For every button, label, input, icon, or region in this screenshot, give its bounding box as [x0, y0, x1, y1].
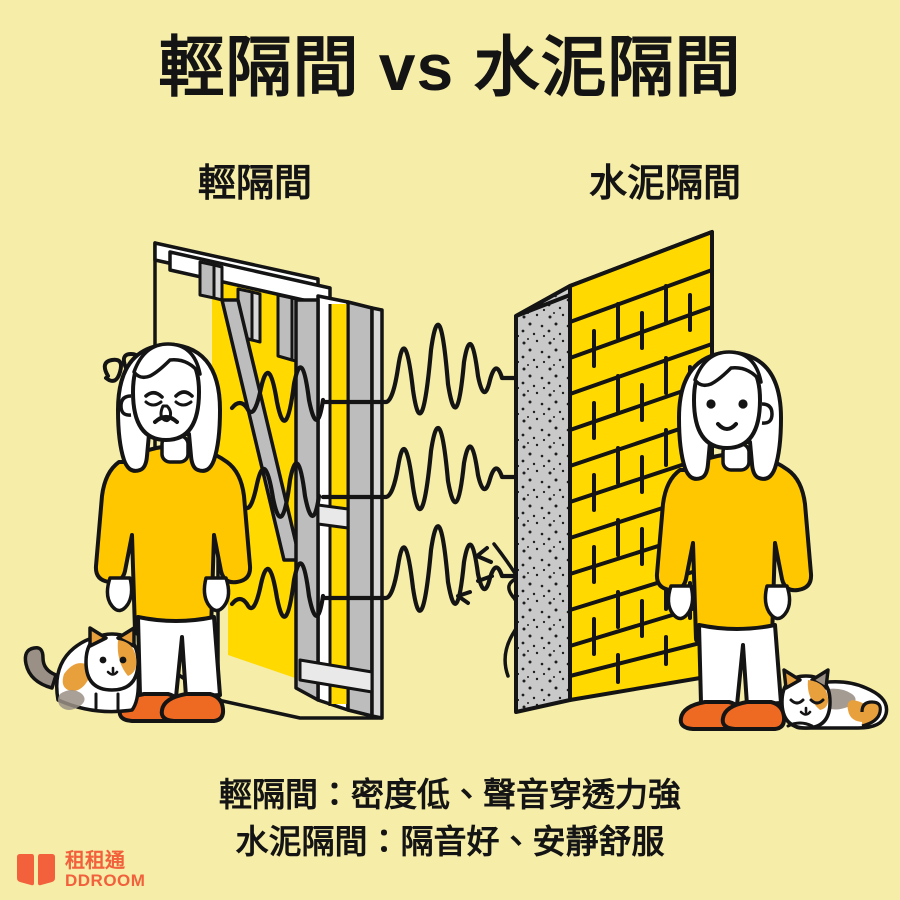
blocked-tick-2 [476, 574, 494, 583]
person-right [654, 350, 814, 731]
logo-english-name: DDROOM [65, 871, 146, 890]
cat-left-sitting [23, 626, 141, 714]
partition-bottom-track [298, 658, 374, 694]
cat-left-tail [23, 645, 58, 690]
person-left-hand-right [202, 576, 231, 613]
panel-label-right: 水泥隔間 [588, 163, 741, 205]
person-left-mouth [153, 415, 179, 424]
cat-left-eye-left [99, 656, 107, 664]
person-left [93, 342, 253, 723]
cat-left-mouth [106, 666, 119, 676]
person-right-ear [761, 402, 774, 425]
partition-core-yellow [330, 304, 348, 704]
logo-text-block: 租租通 DDROOM [65, 851, 145, 889]
person-left-hand-left [105, 576, 134, 613]
blocked-tick-3 [456, 590, 472, 605]
partition-stud-near-right [346, 300, 374, 718]
cat-left-patch-1 [62, 663, 91, 691]
person-left-legs [136, 615, 222, 699]
soundwave-through-3 [320, 524, 523, 613]
partition-edge-strip [370, 306, 384, 720]
person-right-eye-left [706, 399, 716, 409]
concrete-brick-wall [514, 230, 714, 714]
wall-concrete-side-face [514, 284, 572, 714]
cat-left-ear-left [88, 626, 108, 648]
partition-floor-line [217, 698, 382, 720]
person-right-legs [697, 623, 783, 707]
person-right-shoe-right [720, 700, 787, 731]
person-left-fringe [132, 342, 202, 380]
cat-right-head-patch [807, 680, 829, 710]
panel-label-left: 輕隔間 [197, 163, 312, 205]
person-left-eye-right [174, 390, 194, 398]
caption-line-1: 輕隔間：密度低、聲音穿透力強 [219, 776, 681, 813]
cat-right-sleeping [780, 668, 889, 730]
caption-block: 輕隔間：密度低、聲音穿透力強 水泥隔間：隔音好、安靜舒服 [0, 772, 900, 866]
cat-left-eye-right [119, 656, 127, 664]
person-right-hand-right [763, 584, 792, 621]
soundwave-left-3 [229, 561, 326, 619]
person-left-eye-left [144, 390, 164, 399]
brand-logo[interactable]: 租租通 DDROOM [14, 851, 145, 889]
cat-left-head-patch [117, 640, 137, 676]
person-right-eye-right [738, 399, 748, 409]
partition-mid-noggin [316, 503, 350, 530]
cat-right-tail [860, 700, 882, 728]
person-right-hand-left [666, 584, 695, 621]
cat-left-legs [94, 692, 120, 712]
cat-right-mouth [799, 706, 812, 716]
page-title: 輕隔間 vs 水泥隔間 [158, 30, 742, 104]
book-panels-logo-icon [17, 854, 55, 886]
caption-line-2: 水泥隔間：隔音好、安靜舒服 [235, 822, 665, 860]
soundwave-through-1 [320, 322, 523, 416]
logo-chinese-name: 租租通 [65, 850, 125, 872]
cat-left-ear-right [116, 626, 136, 648]
cat-left-patch-2 [58, 690, 85, 710]
soundwave-left-1 [229, 365, 326, 423]
cat-right-eye-left [789, 698, 805, 705]
person-left-shoe-right [159, 692, 226, 723]
person-left-ear [119, 394, 132, 417]
cat-right-eye-right [809, 698, 825, 705]
soundwave-through-2 [320, 426, 523, 512]
person-right-mouth [716, 422, 738, 431]
person-right-fringe [693, 350, 763, 388]
cat-right-paws [786, 721, 814, 728]
blocked-tick-1 [475, 546, 493, 564]
sound-blocked-marks [456, 546, 494, 605]
cat-right-ear-left [782, 668, 802, 690]
